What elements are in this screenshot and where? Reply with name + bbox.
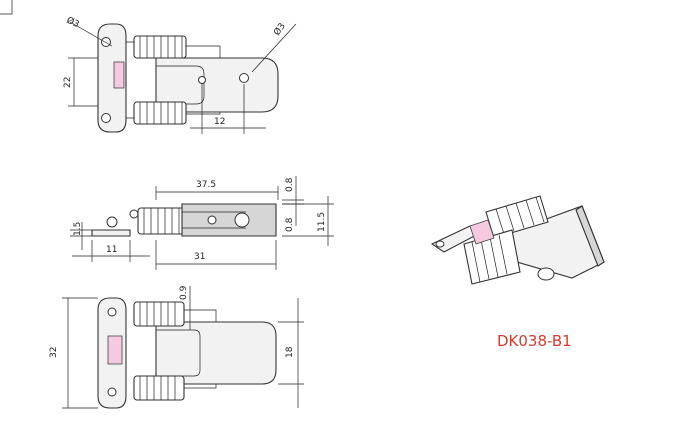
dim-base-length: 11 <box>106 245 117 255</box>
dim-body-length: 31 <box>194 252 205 262</box>
bottom-dim-total-line <box>62 297 98 409</box>
top-dim-height-line <box>68 57 98 107</box>
top-base-plate <box>97 23 127 133</box>
top-view: Ø3 Ø3 22 12 <box>63 15 297 134</box>
dim-thick-mid: 0.8 <box>285 217 295 232</box>
bottom-spring-upper <box>133 301 185 327</box>
dim-clearance: 0.9 <box>179 285 189 300</box>
dim-height: 22 <box>63 77 73 88</box>
bottom-dim-plate-line <box>278 298 304 408</box>
side-spring <box>137 207 185 235</box>
model-label: DK038-B1 <box>497 332 572 350</box>
bottom-hook-inner <box>156 329 201 377</box>
side-hole-small <box>207 215 217 225</box>
side-hook-plate <box>181 203 277 237</box>
top-spring-upper <box>133 35 187 59</box>
frame-corner <box>0 0 13 15</box>
top-hook-inner <box>156 65 205 105</box>
side-dim-overall-line <box>282 196 334 246</box>
side-dim-length-line <box>155 186 279 200</box>
side-dim-body-line <box>155 240 277 270</box>
top-hole-upper <box>101 37 111 47</box>
top-leader-right <box>251 23 297 73</box>
bottom-roller <box>107 335 123 365</box>
isometric-view: DK038-B1 <box>430 195 605 350</box>
dim-thick-top: 0.8 <box>285 177 295 192</box>
side-hole-large <box>234 212 250 228</box>
side-pivot-left <box>106 216 118 228</box>
bottom-hole-upper <box>107 307 117 317</box>
iso-roller <box>469 219 495 245</box>
top-hole-lower <box>101 113 111 123</box>
side-dim-base-line <box>70 222 92 250</box>
side-base <box>91 229 131 237</box>
top-roller <box>113 61 125 89</box>
side-hook-edge <box>182 211 246 229</box>
dim-overall-height: 11.5 <box>317 212 327 232</box>
top-leader-left <box>69 21 113 47</box>
side-dim-base-length-line <box>72 240 150 262</box>
top-hook-hole-left <box>198 76 206 84</box>
top-hook-hole-right <box>239 73 249 83</box>
iso-hook-hole <box>537 267 555 281</box>
dim-total-height: 32 <box>49 347 59 358</box>
dim-plate-height: 18 <box>285 346 295 358</box>
bottom-hole-lower <box>107 387 117 397</box>
dim-base-thick: 1.5 <box>73 222 83 236</box>
top-spring-lower <box>133 101 187 125</box>
bottom-hook-plate <box>155 321 277 385</box>
side-view: 37.5 0.8 0.8 11.5 1.5 11 31 <box>70 176 334 270</box>
iso-hole-left <box>435 240 445 248</box>
top-wire <box>126 41 221 119</box>
iso-hook-edge <box>575 205 605 267</box>
bottom-view: 0.9 32 18 <box>49 285 304 409</box>
dim-hole-dia-left: Ø3 <box>65 15 81 30</box>
side-pivot-mid <box>129 209 139 219</box>
top-hook-plate <box>155 57 279 113</box>
bottom-wire <box>184 309 217 389</box>
top-dim-spacing-line <box>190 84 266 134</box>
dim-length: 37.5 <box>196 180 216 190</box>
bottom-spring-lower <box>133 375 185 401</box>
dim-hole-spacing: 12 <box>214 117 225 127</box>
